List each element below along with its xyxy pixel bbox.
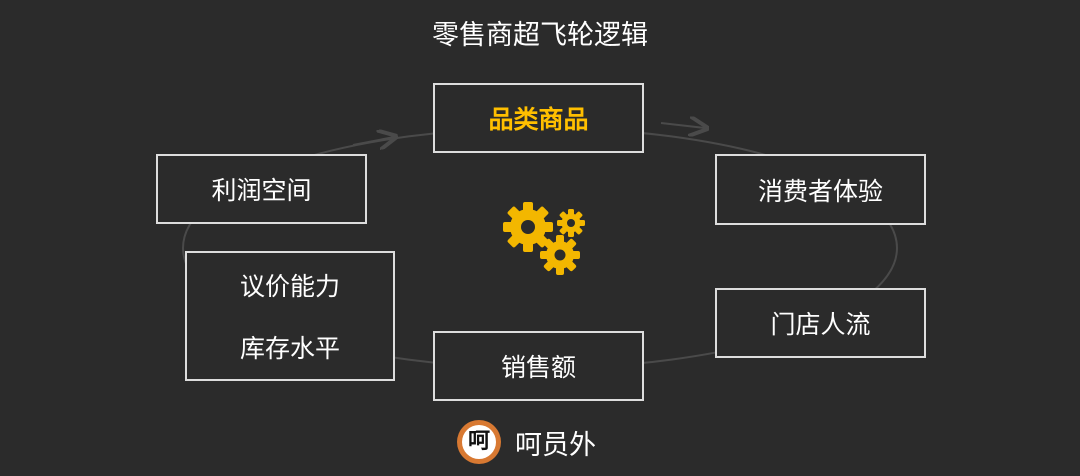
node-consumer-experience: 消费者体验 bbox=[715, 154, 926, 225]
node-sales-label: 销售额 bbox=[500, 353, 576, 382]
node-profit-margin: 利润空间 bbox=[156, 154, 367, 224]
node-bargaining-power-label: 议价能力 bbox=[239, 272, 340, 301]
cycle-arrow-left bbox=[352, 137, 394, 145]
node-sales: 销售额 bbox=[433, 331, 644, 401]
node-consumer-experience-label: 消费者体验 bbox=[757, 176, 883, 206]
gears-icon bbox=[503, 202, 585, 275]
cycle-arrow-right bbox=[660, 123, 705, 128]
node-store-traffic-label: 门店人流 bbox=[770, 310, 871, 339]
node-product-category: 品类商品 bbox=[433, 83, 644, 153]
node-product-category-label: 品类商品 bbox=[488, 105, 589, 134]
watermark-name: 呵员外 bbox=[515, 429, 596, 461]
node-inventory-level-label: 库存水平 bbox=[239, 334, 340, 363]
brand-logo-text: 呵 bbox=[462, 425, 496, 459]
node-store-traffic: 门店人流 bbox=[715, 288, 926, 358]
brand-logo-icon: 呵 bbox=[457, 420, 501, 464]
node-bargaining-inventory: 议价能力 库存水平 bbox=[185, 251, 395, 381]
node-profit-margin-label: 利润空间 bbox=[211, 176, 312, 205]
watermark: 呵 呵员外 bbox=[457, 417, 596, 467]
page-title: 零售商超飞轮逻辑 bbox=[432, 20, 648, 51]
